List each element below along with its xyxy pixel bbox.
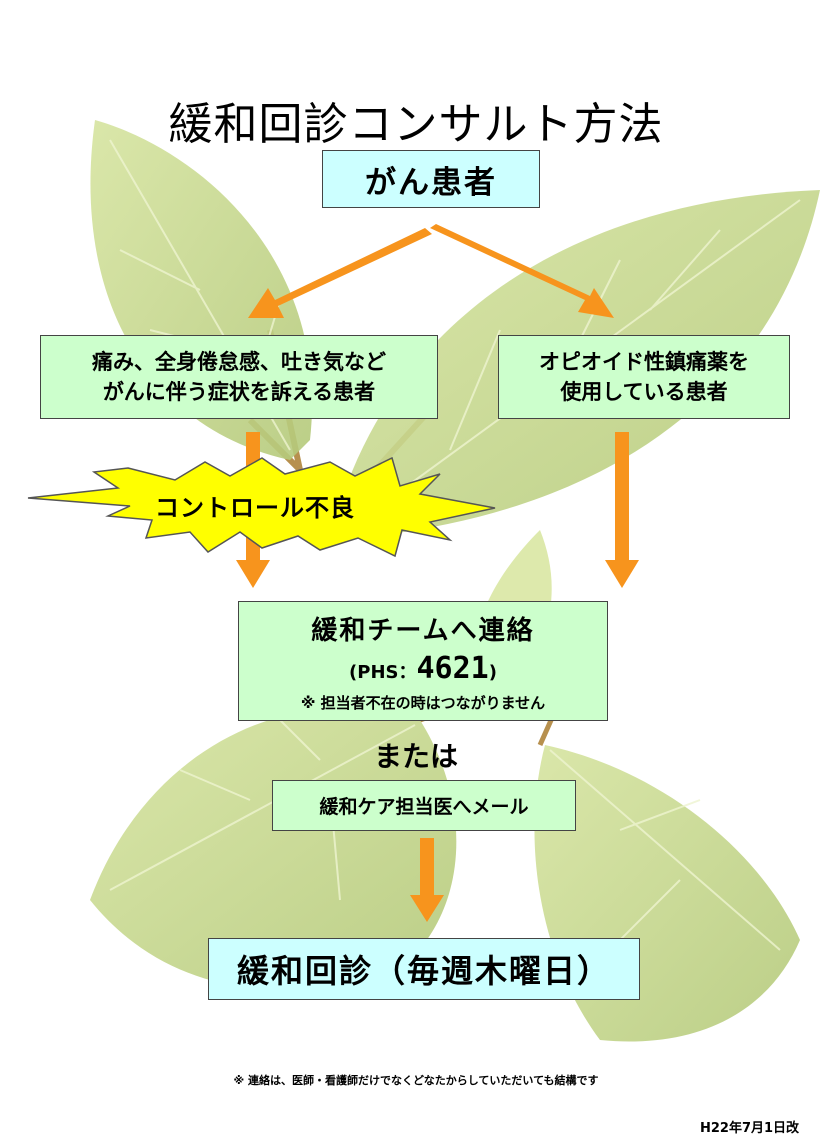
mail-box-label: 緩和ケア担当医へメール — [319, 796, 529, 818]
phs-prefix: (PHS： — [349, 661, 417, 683]
round-box: 緩和回診（毎週木曜日） — [208, 938, 640, 1000]
mail-box: 緩和ケア担当医へメール — [272, 780, 576, 831]
opioid-line-1: オピオイド性鎮痛薬を — [539, 350, 749, 374]
contact-note: ※ 担当者不在の時はつながりません — [300, 693, 546, 712]
phs-number: 4621 — [416, 650, 489, 686]
round-box-label: 緩和回診（毎週木曜日） — [236, 952, 611, 990]
phs-line: (PHS：4621) — [349, 651, 497, 686]
symptom-line-2: がんに伴う症状を訴える患者 — [102, 380, 376, 404]
arrow-to-symptom — [248, 228, 432, 318]
symptom-box: 痛み、全身倦怠感、吐き気など がんに伴う症状を訴える患者 — [40, 335, 438, 419]
symptom-line-1: 痛み、全身倦怠感、吐き気など — [92, 350, 386, 374]
arrow-bottom-shaft — [420, 838, 434, 898]
arrow-bottom-head — [410, 895, 444, 922]
opioid-box: オピオイド性鎮痛薬を 使用している患者 — [498, 335, 790, 419]
arrow-left-head — [236, 560, 270, 588]
contact-box: 緩和チームへ連絡 (PHS：4621) ※ 担当者不在の時はつながりません — [238, 601, 608, 721]
or-text: または — [373, 740, 458, 773]
patient-box-label: がん患者 — [365, 164, 497, 201]
contact-title: 緩和チームへ連絡 — [311, 615, 535, 646]
arrow-right-head — [605, 560, 639, 588]
revision-stamp: H22年7月1日改 — [700, 1121, 800, 1136]
patient-box: がん患者 — [322, 150, 540, 208]
arrow-to-opioid — [430, 224, 614, 318]
footnote: ※ 連絡は、医師・看護師だけでなくどなたからしていただいても結構です — [233, 1074, 599, 1087]
control-starburst — [27, 456, 496, 558]
arrow-right-shaft — [615, 432, 629, 562]
starburst-label: コントロール不良 — [155, 494, 355, 522]
page-title: 緩和回診コンサルト方法 — [168, 99, 664, 150]
leaf-lower-left — [90, 708, 457, 990]
opioid-line-2: 使用している患者 — [560, 380, 728, 404]
phs-suffix: ) — [488, 661, 497, 683]
